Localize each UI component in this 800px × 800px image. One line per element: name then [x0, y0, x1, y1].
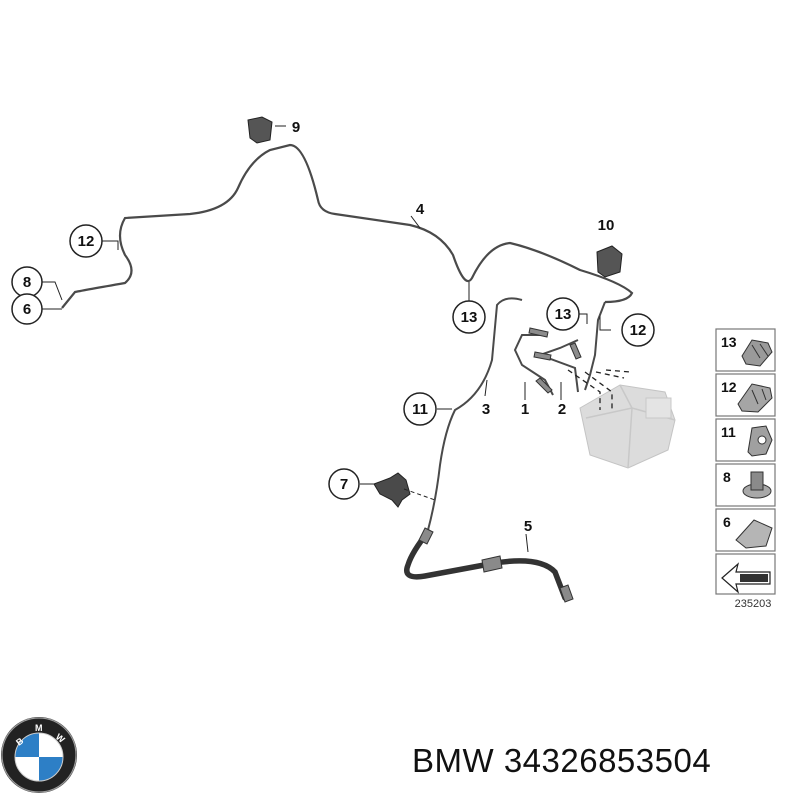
callout-13b: 13: [546, 297, 580, 331]
bracket-7: [373, 472, 411, 508]
callout-12a-label: 12: [78, 233, 95, 250]
legend-item-arrow: [715, 553, 776, 595]
clip-6-icon: [735, 519, 773, 549]
fitting-3: [569, 342, 582, 360]
hose-fitting-c: [559, 584, 574, 603]
legend-item-11: 11: [715, 418, 776, 462]
label-9: 9: [292, 119, 300, 136]
hose-fitting-a: [418, 527, 434, 545]
module-dashes: [567, 369, 631, 410]
brake-line-4: [61, 143, 634, 309]
callout-13b-label: 13: [555, 306, 572, 323]
legend-item-11-label: 11: [721, 424, 736, 440]
clip-9: [247, 116, 273, 144]
callout-11-label: 11: [412, 401, 428, 418]
legend-item-13: 13: [715, 328, 776, 372]
legend-column: 13 12 11 8 6: [715, 328, 776, 610]
svg-text:M: M: [35, 723, 43, 733]
clip-10: [596, 245, 623, 278]
label-4: 4: [416, 201, 425, 218]
callout-12b-label: 12: [630, 322, 647, 339]
callout-11: 11: [403, 392, 437, 426]
legend-item-6-label: 6: [723, 514, 731, 530]
part-number-caption: BMW 34326853504: [412, 742, 712, 779]
label-10: 10: [598, 217, 615, 234]
callout-13a-label: 13: [461, 309, 478, 326]
callout-8-label: 8: [23, 274, 31, 291]
abs-module: [579, 384, 676, 469]
legend-item-12: 12: [715, 373, 776, 417]
fitting-2: [533, 351, 552, 361]
callout-12a: 12: [69, 224, 103, 258]
label-1: 1: [521, 401, 529, 418]
legend-item-8: 8: [715, 463, 776, 507]
hose-fitting-b: [481, 555, 503, 573]
callout-6-label: 6: [23, 301, 31, 318]
legend-item-8-label: 8: [723, 469, 731, 485]
brake-line-upper: [584, 301, 606, 391]
callout-6: 6: [11, 293, 43, 325]
bmw-logo: B M W: [1, 717, 77, 793]
fitting-1: [528, 327, 549, 338]
callout-13a: 13: [452, 300, 486, 334]
callout-8: 8: [11, 266, 43, 298]
legend-item-6: 6: [715, 508, 776, 552]
svg-text:B: B: [14, 735, 26, 747]
leader-lines: [42, 125, 611, 553]
label-3: 3: [482, 401, 490, 418]
callout-12b: 12: [621, 313, 655, 347]
legend-item-12-label: 12: [721, 379, 737, 395]
brake-line-1: [513, 334, 554, 396]
fitting-4: [535, 377, 553, 394]
callout-7: 7: [328, 468, 360, 500]
label-5: 5: [524, 518, 532, 535]
legend-item-13-label: 13: [721, 334, 737, 350]
callout-7-label: 7: [340, 476, 348, 493]
catalog-number: 235203: [735, 598, 772, 610]
brake-line-3: [427, 297, 523, 531]
brake-hose-5: [404, 529, 568, 601]
label-2: 2: [558, 401, 566, 418]
